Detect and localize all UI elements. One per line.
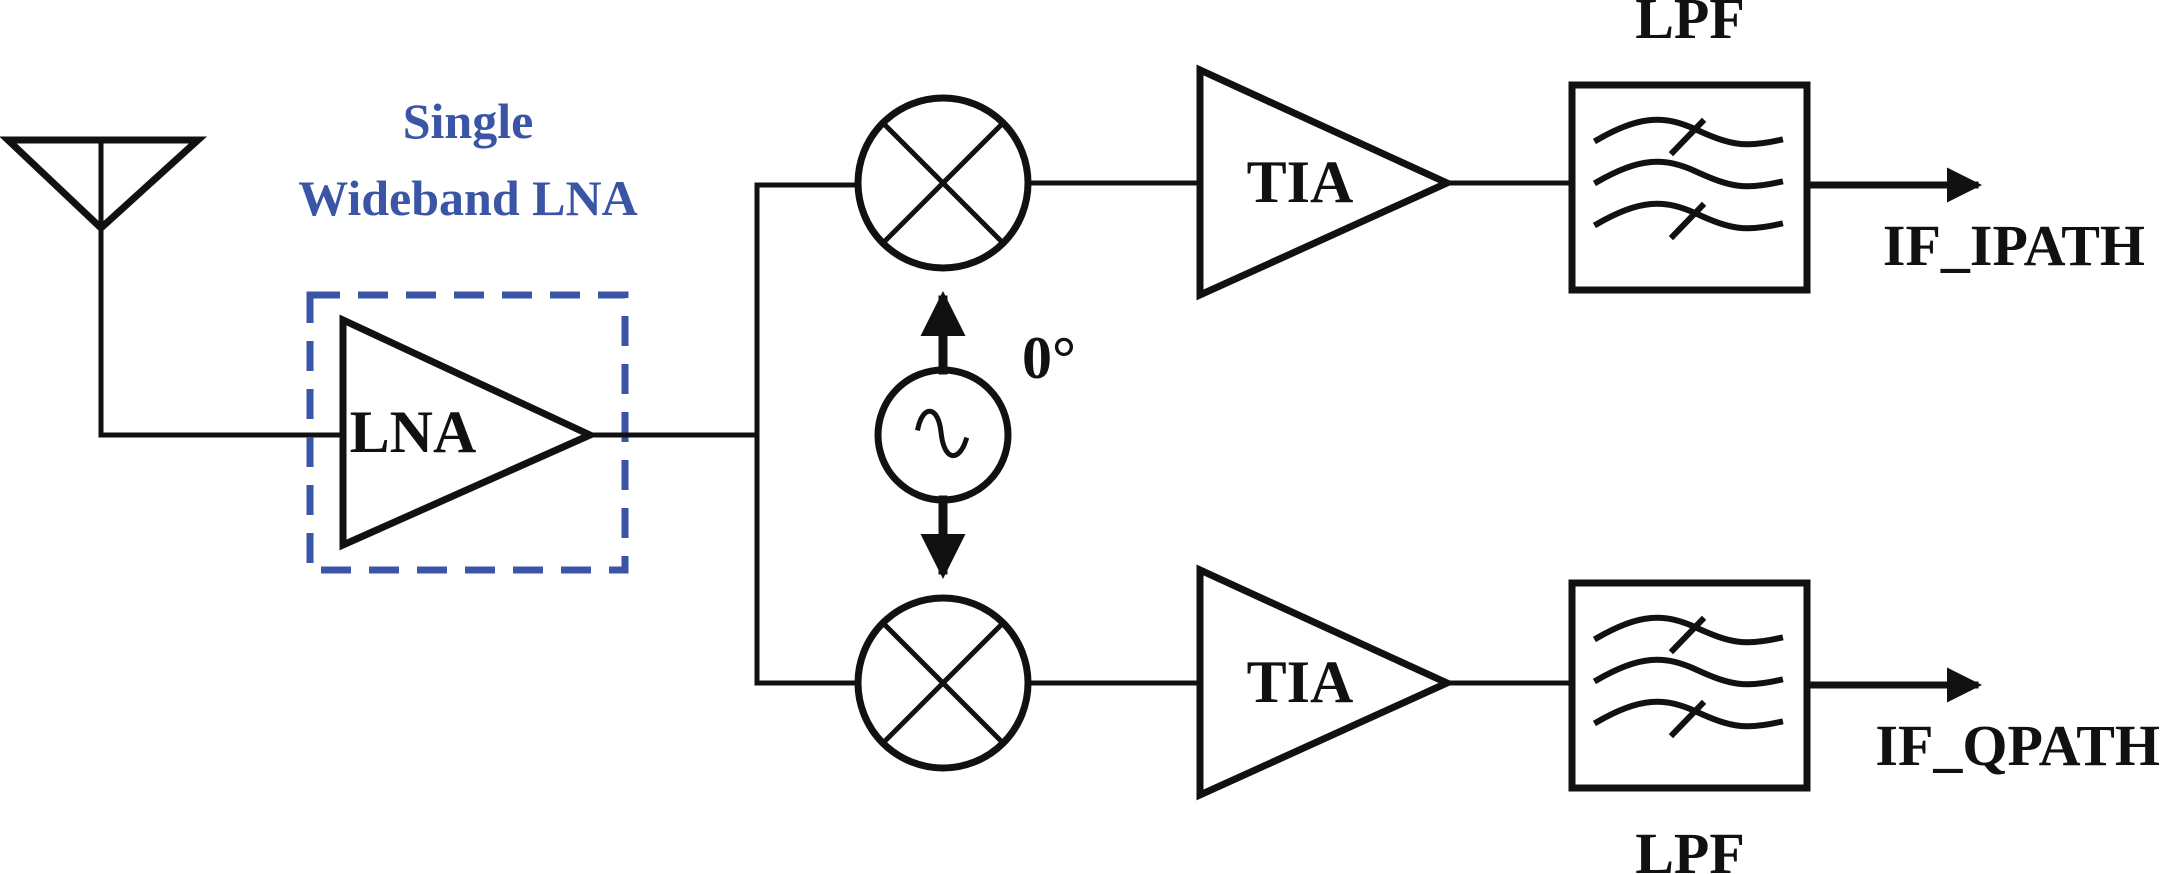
i-path: TIA LPF IF_IPATH <box>1025 0 2145 301</box>
tia-i-label: TIA <box>1247 149 1354 215</box>
tia-q-label: TIA <box>1247 649 1354 715</box>
lna-amplifier: LNA <box>339 314 599 551</box>
antenna-icon <box>0 136 208 438</box>
phase-label: 0° <box>1022 325 1076 391</box>
tia-q-amplifier: TIA <box>1196 564 1456 801</box>
splitter-wires <box>587 182 860 686</box>
tia-i-amplifier: TIA <box>1196 64 1456 301</box>
annotation-line-2: Wideband LNA <box>298 170 637 226</box>
mixer-i <box>854 94 1032 272</box>
lpf-i-label: LPF <box>1635 0 1745 51</box>
lowpass-filter-icon <box>1592 614 1784 739</box>
lna-label: LNA <box>350 399 477 465</box>
lowpass-filter-icon <box>1592 116 1784 241</box>
if-ipath-label: IF_IPATH <box>1883 213 2145 278</box>
local-oscillator <box>874 291 1012 579</box>
sine-wave-icon <box>915 408 970 459</box>
mixer-q <box>854 594 1032 772</box>
lpf-q-filter <box>1568 579 1811 792</box>
lpf-q-label: LPF <box>1635 821 1745 874</box>
if-qpath-label: IF_QPATH <box>1875 713 2160 778</box>
q-path: TIA LPF IF_QPATH <box>1025 564 2160 874</box>
annotation-line-1: Single <box>403 93 534 149</box>
lpf-i-filter <box>1568 81 1811 294</box>
